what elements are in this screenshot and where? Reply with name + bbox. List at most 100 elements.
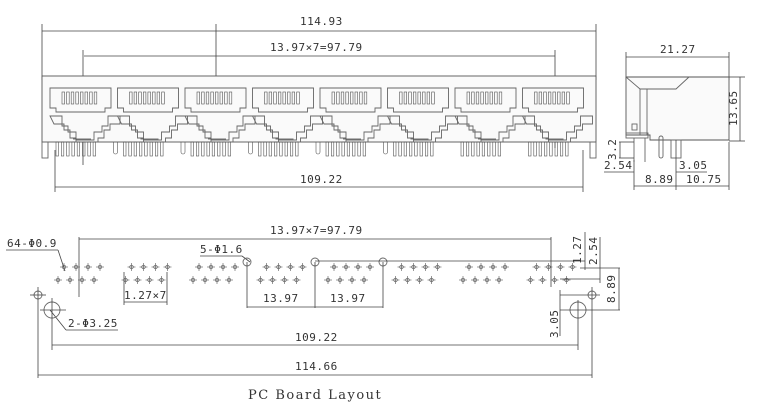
signal-hole [220, 264, 226, 270]
side-view: 21.27 13.65 3.2 2.54 3.05 8.89 10.75 [604, 43, 745, 190]
signal-hole [141, 264, 146, 270]
pin-group [459, 263, 509, 284]
signal-hole [429, 277, 434, 283]
dim-mount-vertical: 8.89 [605, 275, 618, 304]
pin [492, 141, 496, 157]
signal-hole [264, 264, 269, 270]
pin-group [526, 263, 577, 284]
pin [430, 141, 434, 157]
pin [92, 141, 96, 157]
pin [206, 141, 210, 157]
pin [325, 141, 329, 157]
signal-hole [405, 277, 410, 283]
signal-hole [282, 277, 287, 283]
signal-hole [91, 277, 97, 283]
rj45-port [251, 87, 323, 143]
pin [419, 141, 423, 157]
shield-tab-left [41, 141, 49, 159]
signal-hole [196, 264, 202, 270]
signal-hole [361, 277, 367, 283]
pin [71, 141, 75, 157]
signal-hole [490, 264, 496, 270]
signal-hole [208, 264, 214, 270]
pin [528, 141, 532, 157]
signal-hole [214, 277, 220, 283]
pin [471, 141, 475, 157]
signal-hole [202, 277, 208, 283]
signal-hole [558, 264, 563, 270]
signal-hole [61, 264, 67, 270]
signal-hole [478, 264, 484, 270]
rj45-port [184, 87, 256, 143]
pin [465, 141, 470, 157]
signal-hole [417, 277, 422, 283]
signal-hole [258, 277, 263, 283]
signal-hole [276, 264, 281, 270]
signal-hole [343, 264, 349, 270]
signal-hole [232, 264, 238, 270]
pin [76, 141, 80, 157]
signal-hole [85, 264, 91, 270]
dim-port-pitch: 13.97×7=97.79 [270, 41, 363, 54]
pin [66, 141, 70, 157]
signal-hole [546, 264, 551, 270]
pin [424, 141, 429, 157]
signal-hole [165, 264, 170, 270]
signal-hole [337, 277, 343, 283]
dim-pitch-b: 13.97 [330, 292, 366, 305]
pin [481, 141, 486, 157]
pcb-layout: 13.97×7=97.79 64-Φ0.9 5-Φ1.6 2-Φ3.25 1.2… [6, 224, 620, 403]
pin [284, 141, 288, 157]
dim-post-offset: 3.05 [679, 159, 708, 172]
front-view: 114.93 13.97×7=97.79 109.22 [41, 15, 597, 192]
signal-hole [564, 277, 569, 283]
pin [60, 141, 65, 157]
pin [409, 141, 413, 157]
signal-hole [67, 277, 73, 283]
dim-overall-width: 114.93 [300, 15, 343, 28]
pin [133, 141, 137, 157]
pcb-layout-title: PC Board Layout [248, 388, 382, 403]
dim-pin-offset: 2.54 [604, 159, 633, 172]
signal-hole [435, 264, 440, 270]
signal-hole [190, 277, 196, 283]
pin [190, 141, 194, 157]
pin [330, 141, 335, 157]
pin [128, 141, 132, 157]
signal-hole [534, 264, 539, 270]
pin [362, 141, 366, 157]
signal-hole [393, 277, 398, 283]
pin [352, 141, 356, 157]
pin [544, 141, 548, 157]
dim-mount-offset: 3.05 [548, 310, 561, 339]
label-shield-holes: 5-Φ1.6 [200, 243, 243, 256]
pin [149, 141, 153, 157]
signal-hole [411, 264, 416, 270]
signal-hole [552, 277, 557, 283]
signal-hole [528, 277, 533, 283]
pin-group [324, 263, 374, 284]
signal-hole [502, 264, 508, 270]
pin [289, 141, 294, 157]
pin [533, 141, 537, 157]
pin [227, 141, 231, 157]
dim-mount-span: 109.22 [300, 173, 343, 186]
pin [549, 141, 553, 157]
label-mount-holes: 2-Φ3.25 [68, 317, 118, 330]
pin [497, 141, 501, 157]
dim-pitch-a: 13.97 [263, 292, 299, 305]
pin [403, 141, 407, 157]
pin [123, 141, 127, 157]
signal-hole [355, 264, 361, 270]
signal-hole [466, 264, 472, 270]
signal-hole [540, 277, 545, 283]
signal-hole [147, 277, 152, 283]
rj45-port [116, 87, 188, 143]
pin [393, 141, 397, 157]
shield-tab-right [589, 141, 597, 159]
signal-hole [399, 264, 404, 270]
pin [201, 141, 205, 157]
rj45-port [319, 87, 391, 143]
pin [160, 141, 164, 157]
